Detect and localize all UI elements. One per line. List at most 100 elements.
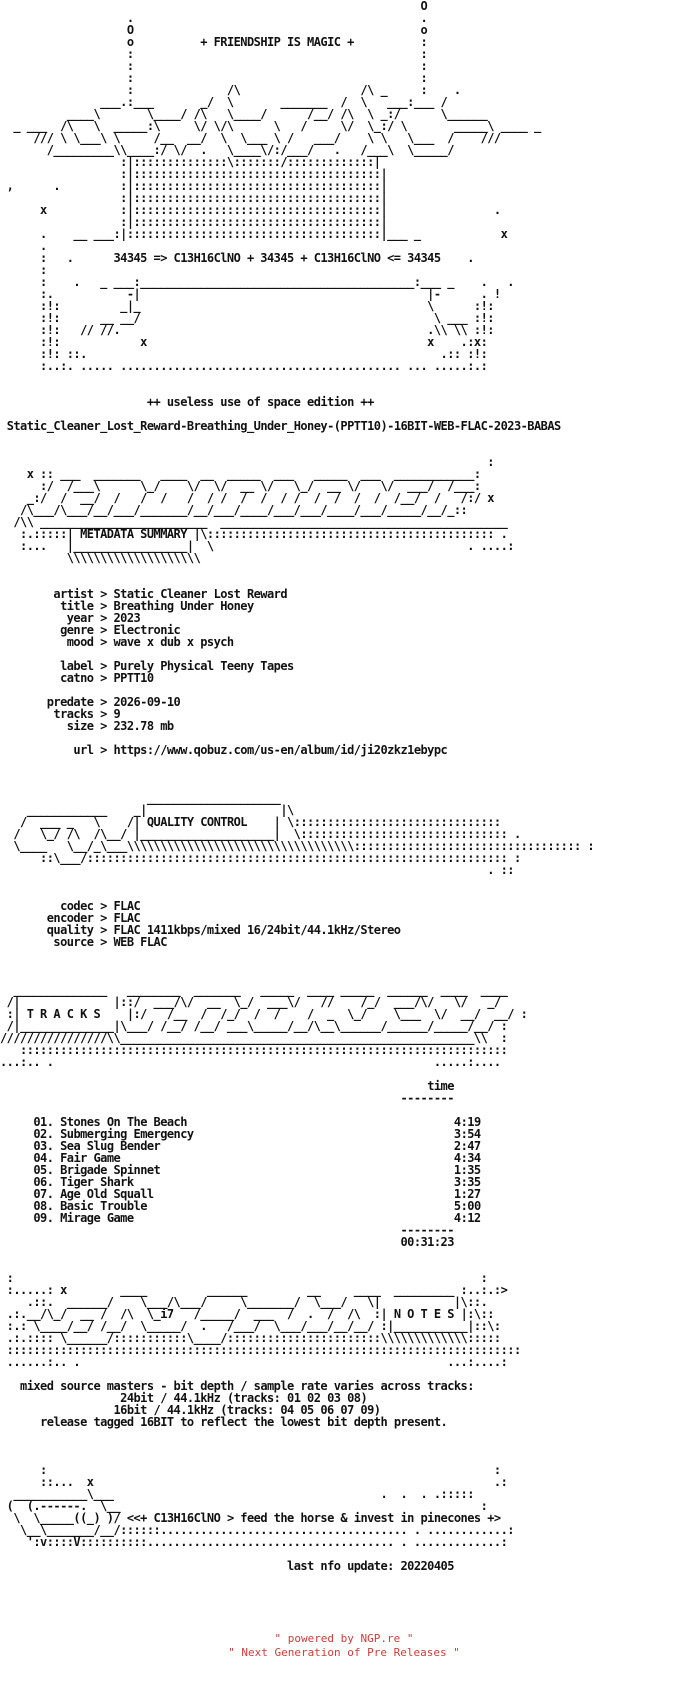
nfo-line bbox=[0, 1248, 688, 1260]
nfo-document: O . . O o o + FRIENDSHIP IS MAGIC + : bbox=[0, 0, 688, 1572]
nfo-line: /_________\\____:/ \/ . \____\/:/___/ . … bbox=[0, 144, 688, 156]
nfo-line: : . _ ___:______________________________… bbox=[0, 276, 688, 288]
nfo-line: : : bbox=[0, 72, 688, 84]
nfo-line: :|::::::::::::::\:::::::/:::::::::::::| bbox=[0, 156, 688, 168]
nfo-line bbox=[0, 564, 688, 576]
ascii-art: ___________\___ . . . .::::: bbox=[0, 1487, 474, 1501]
nfo-line: 03. Sea Slug Bender 2:47 bbox=[0, 1140, 688, 1152]
nfo-line: \\\\\\\\\\\\\\\\\\\\ bbox=[0, 552, 688, 564]
nfo-line: ::... x .: bbox=[0, 1476, 688, 1488]
meta-value-genre: Electronic bbox=[113, 623, 181, 637]
ascii-art: /// \ \___\ \ /__ __/ \ \___ \ / ___/ \ … bbox=[0, 131, 508, 145]
ascii-art: _:/ / __/ / / / / / / / / / / / / / / /_… bbox=[0, 491, 495, 505]
ascii-art: :... |_________________| \ . ....: bbox=[0, 539, 514, 553]
nfo-line: last nfo update: 20220405 bbox=[0, 1560, 688, 1572]
track-number: 05. bbox=[33, 1163, 54, 1177]
notes-line: release tagged 16BIT to reflect the lowe… bbox=[40, 1415, 448, 1429]
ascii-art: /_________\\____:/ \/ . \____\/:/___/ . … bbox=[0, 143, 455, 157]
nfo-line: : . 34345 => C13H16ClNO + 34345 + C13H16… bbox=[0, 252, 688, 264]
nfo-line: mood > wave x dub x psych bbox=[0, 636, 688, 648]
nfo-line: x :|::::::::::::::::::::::::::::::::::::… bbox=[0, 204, 688, 216]
nfo-line: :!: _|_ \ :!: bbox=[0, 300, 688, 312]
ascii-art: ...:.. . .....:.... bbox=[0, 1055, 501, 1069]
nfo-line: ':v::::V::::::::::......................… bbox=[0, 1536, 688, 1548]
nfo-line: 06. Tiger Shark 3:35 bbox=[0, 1176, 688, 1188]
nfo-line: /// \ \___\ \ /__ __/ \ \___ \ / ___/ \ … bbox=[0, 132, 688, 144]
ascii-art: : : bbox=[0, 71, 428, 85]
nfo-line: 01. Stones On The Beach 4:19 bbox=[0, 1116, 688, 1128]
nfo-line: .:.:::: \______/:::::::::::\____/:::::::… bbox=[0, 1332, 688, 1344]
nfo-line: :. -| |- . ! bbox=[0, 288, 688, 300]
track-number: 01. bbox=[33, 1115, 54, 1129]
ascii-art: . bbox=[440, 251, 474, 265]
ascii-art: year > bbox=[0, 611, 114, 625]
ascii-art: x :: ___ _______ ____ __ _____ ___ _____… bbox=[0, 467, 481, 481]
nfo-line: . bbox=[0, 240, 688, 252]
nfo-line: title > Breathing Under Honey bbox=[0, 600, 688, 612]
ascii-art: :.: \____/__/ /__/ \_____/ . /___/ \___/… bbox=[0, 1319, 501, 1333]
meta-value-size: 232.78 mb bbox=[113, 719, 174, 733]
ascii-art: \__\_______/__/::::::...................… bbox=[0, 1523, 514, 1537]
nfo-line: ____________ _| |\ bbox=[0, 804, 688, 816]
meta-value-tracks: 9 bbox=[113, 707, 121, 721]
ascii-art: x :|::::::::::::::::::::::::::::::::::::… bbox=[0, 203, 501, 217]
ascii-art: . __ ___:|::::::::::::::::::::::::::::::… bbox=[0, 227, 508, 241]
nfo-line: .:.__/\_/ __ / /\ \_i7 /_____/ ___ / . /… bbox=[0, 1308, 688, 1320]
nfo-line: artist > Static Cleaner Lost Reward bbox=[0, 588, 688, 600]
ascii-art: : : bbox=[0, 47, 428, 61]
nfo-line: -------- bbox=[0, 1092, 688, 1104]
nfo-line: , . :|::::::::::::::::::::::::::::::::::… bbox=[0, 180, 688, 192]
ascii-art: ////////////////\\______________________… bbox=[0, 1031, 508, 1045]
ascii-art: :/ /___\ \_/ \/ \/ __ \/ \_/ __ \/ \/ __… bbox=[0, 479, 481, 493]
nfo-line: year > 2023 bbox=[0, 612, 688, 624]
ascii-art: , . :|::::::::::::::::::::::::::::::::::… bbox=[0, 179, 388, 193]
quality-value-quality: FLAC 1411kbps/mixed 16/24bit/44.1kHz/Ste… bbox=[113, 923, 401, 937]
track-number: 08. bbox=[33, 1199, 54, 1213]
quality-value-codec: FLAC bbox=[113, 899, 141, 913]
nfo-line: release tagged 16BIT to reflect the lowe… bbox=[0, 1416, 688, 1428]
ascii-art: . bbox=[0, 239, 47, 253]
nfo-line: ::\___/:::::::::::::::::::::::::::::::::… bbox=[0, 852, 688, 864]
ascii-art: quality > bbox=[0, 923, 114, 937]
nfo-line: ___.:___ _/ \ _______ / \ ___:___ / bbox=[0, 96, 688, 108]
notes-heading: N O T E S bbox=[393, 1307, 455, 1321]
nfo-line bbox=[0, 768, 688, 780]
nfo-line: : : bbox=[0, 48, 688, 60]
nfo-line: 09. Mirage Game 4:12 bbox=[0, 1212, 688, 1224]
ascii-art: :| bbox=[0, 1007, 27, 1021]
nfo-line: :!: x x .:x: bbox=[0, 336, 688, 348]
ascii-art bbox=[0, 1559, 287, 1573]
track-number: 09. bbox=[33, 1211, 54, 1225]
ascii-art: title > bbox=[0, 599, 114, 613]
quality-heading: QUALITY CONTROL bbox=[146, 815, 248, 829]
nfo-line: ::::::::::::::::::::::::::::::::::::::::… bbox=[0, 1044, 688, 1056]
ascii-art: :|:::::::::::::::::::::::::::::::::::::| bbox=[0, 215, 388, 229]
nfo-line: mixed source masters - bit depth / sampl… bbox=[0, 1380, 688, 1392]
nfo-line: _ ___ /\ \ _____:\ \/ \/\ \ / \/ \_:/ \ … bbox=[0, 120, 688, 132]
powered-by-link[interactable]: " powered by NGP.re " bbox=[274, 1632, 414, 1645]
nfo-line: : : bbox=[0, 1464, 688, 1476]
track-number: 04. bbox=[33, 1151, 54, 1165]
meta-value-mood: wave x dub x psych bbox=[113, 635, 234, 649]
meta-value-url[interactable]: https://www.qobuz.com/us-en/album/id/ji2… bbox=[113, 743, 448, 757]
ascii-art: ::::::::::::::::::::::::::::::::::::::::… bbox=[0, 1343, 522, 1357]
nfo-line: : /\ /\ _ : . bbox=[0, 84, 688, 96]
ascii-art: encoder > bbox=[0, 911, 114, 925]
track-title: Submerging Emergency bbox=[60, 1127, 194, 1141]
nfo-line: :|:::::::::::::::::::::::::::::::::::::| bbox=[0, 168, 688, 180]
track-duration: 3:54 bbox=[453, 1127, 481, 1141]
ascii-art: O o bbox=[0, 23, 428, 37]
track-duration: 4:12 bbox=[453, 1211, 481, 1225]
ascii-art: \ \_____((_) )/ bbox=[0, 1511, 127, 1525]
nfo-line: . . bbox=[0, 12, 688, 24]
ascii-art: predate > bbox=[0, 695, 114, 709]
nfo-line: O bbox=[0, 0, 688, 12]
track-duration: 4:34 bbox=[453, 1151, 481, 1165]
nfo-line: url > https://www.qobuz.com/us-en/album/… bbox=[0, 744, 688, 756]
nfo-line: Static_Cleaner_Lost_Reward-Breathing_Und… bbox=[0, 420, 688, 432]
meta-value-catno: PPTT10 bbox=[113, 671, 154, 685]
ascii-art bbox=[0, 1415, 40, 1429]
motto-text: + FRIENDSHIP IS MAGIC + bbox=[200, 35, 354, 49]
ascii-art: ::\___/:::::::::::::::::::::::::::::::::… bbox=[0, 851, 521, 865]
ngp-tagline-link[interactable]: " Next Generation of Pre Releases " bbox=[228, 1646, 460, 1659]
